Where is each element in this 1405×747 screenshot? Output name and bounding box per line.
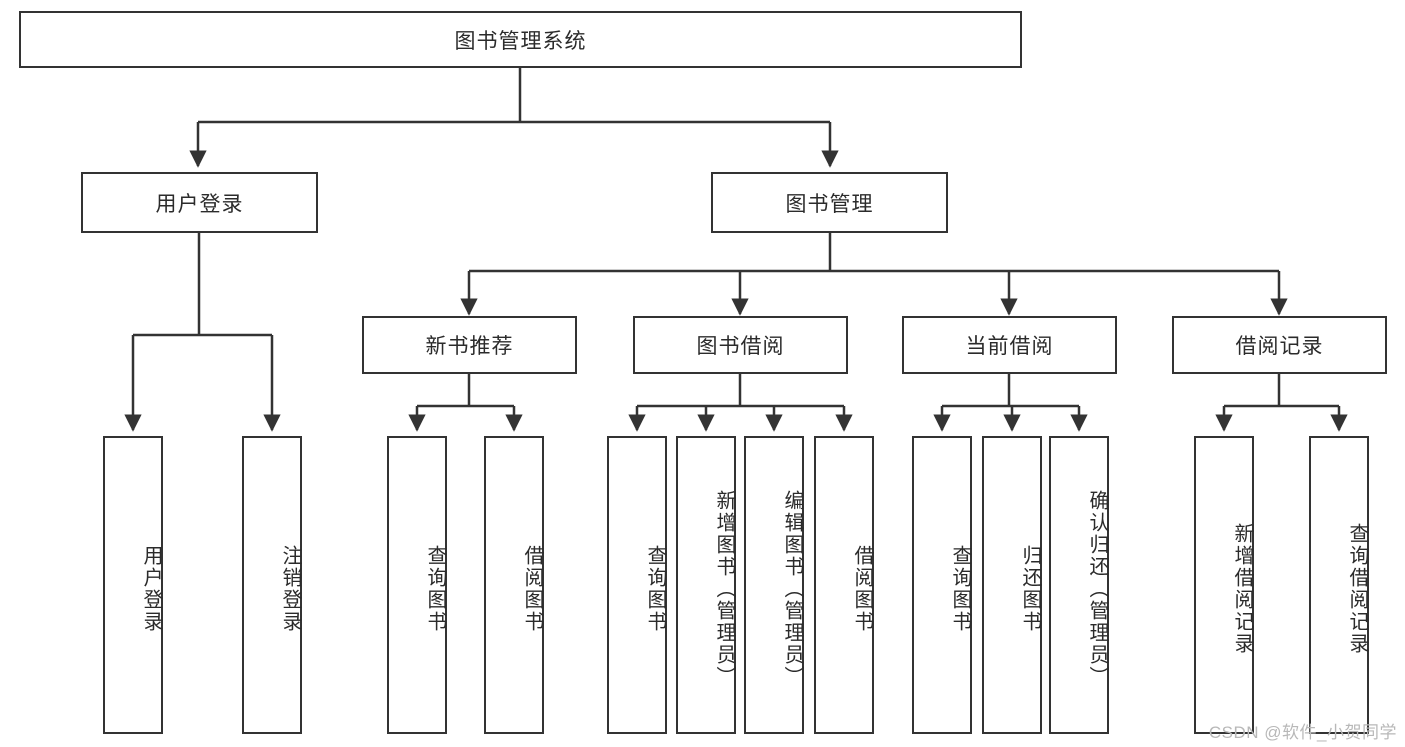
node-root[interactable]: 图书管理系统 bbox=[19, 11, 1022, 68]
leaf-borrow-record-2[interactable]: 查询借阅记录 bbox=[1309, 436, 1369, 734]
node-new-book-recommend[interactable]: 新书推荐 bbox=[362, 316, 577, 374]
leaf-book-borrow-4[interactable]: 借阅图书 bbox=[814, 436, 874, 734]
node-book-management-label: 图书管理 bbox=[785, 192, 874, 216]
leaf-user-login-2[interactable]: 注销登录 bbox=[242, 436, 302, 734]
node-book-management[interactable]: 图书管理 bbox=[711, 172, 948, 233]
node-book-borrow[interactable]: 图书借阅 bbox=[633, 316, 848, 374]
leaf-book-borrow-4-label: 借阅图书 bbox=[851, 545, 873, 633]
node-user-login-label: 用户登录 bbox=[155, 192, 244, 216]
leaf-new-book-1[interactable]: 查询图书 bbox=[387, 436, 447, 734]
leaf-borrow-record-1[interactable]: 新增借阅记录 bbox=[1194, 436, 1254, 734]
leaf-current-borrow-1[interactable]: 查询图书 bbox=[912, 436, 972, 734]
leaf-current-borrow-3[interactable]: 确认归还（管理员） bbox=[1049, 436, 1109, 734]
leaf-borrow-record-2-label: 查询借阅记录 bbox=[1346, 523, 1368, 655]
leaf-new-book-2-label: 借阅图书 bbox=[521, 545, 543, 633]
node-root-label: 图书管理系统 bbox=[454, 29, 587, 53]
leaf-book-borrow-3-label: 编辑图书（管理员） bbox=[781, 490, 803, 688]
leaf-book-borrow-2[interactable]: 新增图书（管理员） bbox=[676, 436, 736, 734]
leaf-book-borrow-2-label: 新增图书（管理员） bbox=[713, 490, 735, 688]
node-borrow-record[interactable]: 借阅记录 bbox=[1172, 316, 1387, 374]
leaf-current-borrow-2-label: 归还图书 bbox=[1019, 545, 1041, 633]
leaf-current-borrow-3-label: 确认归还（管理员） bbox=[1086, 490, 1108, 688]
node-current-borrow[interactable]: 当前借阅 bbox=[902, 316, 1117, 374]
node-current-borrow-label: 当前借阅 bbox=[965, 335, 1054, 358]
leaf-book-borrow-1[interactable]: 查询图书 bbox=[607, 436, 667, 734]
leaf-book-borrow-3[interactable]: 编辑图书（管理员） bbox=[744, 436, 804, 734]
leaf-user-login-1-label: 用户登录 bbox=[140, 545, 162, 633]
leaf-new-book-1-label: 查询图书 bbox=[424, 545, 446, 633]
leaf-book-borrow-1-label: 查询图书 bbox=[644, 545, 666, 633]
leaf-current-borrow-1-label: 查询图书 bbox=[949, 545, 971, 633]
node-new-book-recommend-label: 新书推荐 bbox=[425, 335, 514, 358]
csdn-watermark: CSDN @软件_小贺同学 bbox=[1208, 723, 1397, 742]
leaf-current-borrow-2[interactable]: 归还图书 bbox=[982, 436, 1042, 734]
leaf-user-login-1[interactable]: 用户登录 bbox=[103, 436, 163, 734]
node-book-borrow-label: 图书借阅 bbox=[696, 335, 785, 358]
leaf-user-login-2-label: 注销登录 bbox=[279, 545, 301, 633]
node-borrow-record-label: 借阅记录 bbox=[1235, 335, 1324, 358]
leaf-borrow-record-1-label: 新增借阅记录 bbox=[1231, 523, 1253, 655]
node-user-login[interactable]: 用户登录 bbox=[81, 172, 318, 233]
leaf-new-book-2[interactable]: 借阅图书 bbox=[484, 436, 544, 734]
